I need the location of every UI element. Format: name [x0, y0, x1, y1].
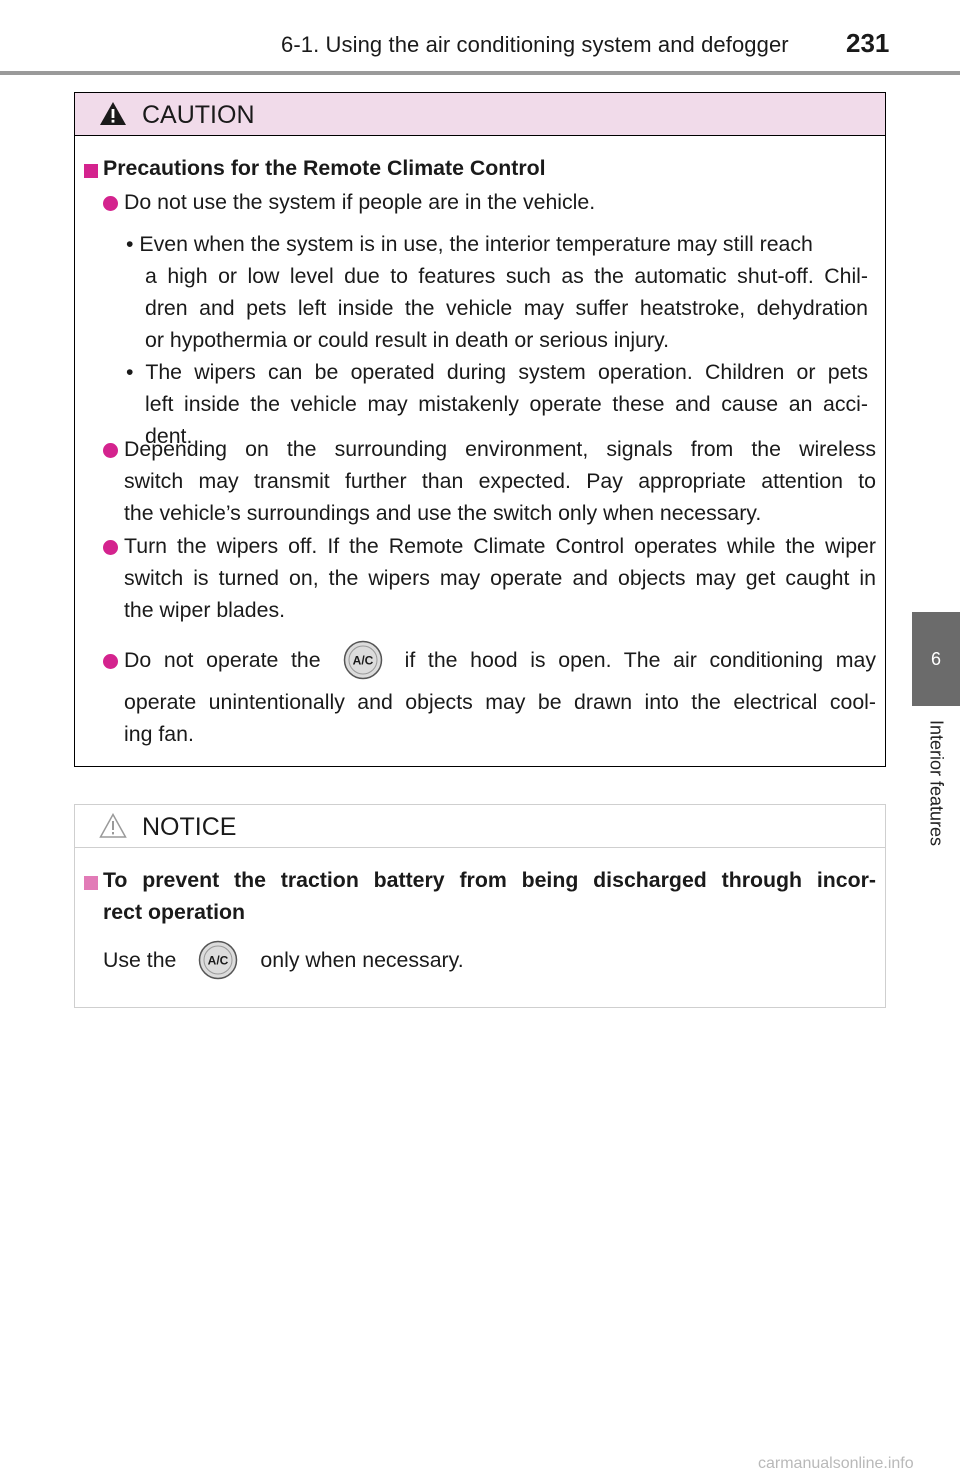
- bullet-dot-icon: [103, 443, 118, 458]
- caution-sub-1-line-4: or hypothermia or could result in death …: [145, 328, 669, 352]
- bullet-dot-icon: [103, 196, 118, 211]
- bullet-dot-icon: [103, 654, 118, 669]
- caution-bullet-3-line-3: the wiper blades.: [124, 598, 286, 622]
- caution-bullet-4-line-2: operate unintentionally and objects may …: [124, 690, 876, 714]
- notice-header: NOTICE: [75, 805, 885, 848]
- caution-bullet-3-line-2: switch is turned on, the wipers may oper…: [124, 566, 876, 590]
- caution-bullet-4-post: if the hood is open. The air conditionin…: [404, 648, 877, 672]
- section-square-icon: [84, 876, 98, 890]
- chapter-label-text: Interior features: [926, 720, 947, 847]
- ac-button-label: A/C: [208, 954, 229, 968]
- header-rule: [0, 71, 960, 75]
- notice-box: NOTICE: [74, 804, 886, 1008]
- caution-sub-1-line-2: a high or low level due to features such…: [145, 264, 868, 288]
- caution-sub-2-line-2: left inside the vehicle may mistakenly o…: [145, 392, 868, 416]
- caution-bullet-2-line-3: the vehicle’s surroundings and use the s…: [124, 501, 762, 525]
- caution-box: CAUTION: [74, 92, 886, 767]
- notice-label: NOTICE: [142, 813, 237, 841]
- caution-bullet-1: Do not use the system if people are in t…: [124, 190, 596, 214]
- ac-button-icon: A/C: [343, 640, 383, 680]
- notice-title-line-1: To prevent the traction battery from bei…: [103, 868, 876, 892]
- ac-button-icon: A/C: [198, 940, 238, 980]
- notice-triangle-icon: [99, 813, 127, 838]
- caution-bullet-3: Turn the wipers off. If the Remote Clima…: [124, 530, 876, 626]
- caution-bullet-4-pre: Do not operate the: [124, 648, 321, 672]
- notice-title: To prevent the traction battery from bei…: [103, 864, 876, 928]
- chapter-tab: 6: [912, 612, 960, 706]
- ac-button-label: A/C: [352, 654, 373, 668]
- caution-bullet-2: Depending on the surrounding environment…: [124, 433, 876, 529]
- notice-body-pre: Use the: [103, 948, 177, 972]
- page-number: 231: [846, 28, 890, 58]
- caution-sub-2-line-3: dent.: [145, 424, 193, 448]
- caution-bullet-4-line-1: Do not operate the A/C if the hood is open…: [124, 640, 877, 680]
- caution-header: CAUTION: [75, 93, 885, 136]
- notice-body: Use the A/C only when necessary.: [103, 940, 464, 980]
- caution-sub-1-line-1: • Even when the system is in use, the in…: [126, 232, 813, 256]
- caution-sub-1: • Even when the system is in use, the in…: [126, 228, 868, 452]
- watermark: carmanualsonline.info: [758, 1455, 914, 1472]
- caution-sub-1-line-3: dren and pets left inside the vehicle ma…: [145, 296, 868, 320]
- caution-bullet-3-line-1: Turn the wipers off. If the Remote Clima…: [124, 534, 876, 558]
- chapter-label: Interior features: [912, 720, 960, 940]
- header-title: 6-1. Using the air conditioning system a…: [281, 32, 789, 57]
- caution-section-title: Precautions for the Remote Climate Contr…: [103, 156, 546, 180]
- caution-bullet-2-line-2: switch may transmit further than expecte…: [124, 469, 876, 493]
- warning-triangle-icon: [100, 102, 126, 125]
- notice-body-post: only when necessary.: [260, 948, 464, 972]
- bullet-dot-icon: [103, 540, 118, 555]
- notice-title-line-2: rect operation: [103, 900, 246, 924]
- section-square-icon: [84, 164, 98, 178]
- caution-sub-2-line-1: • The wipers can be operated during syst…: [126, 360, 868, 384]
- caution-bullet-4: Do not operate the A/C if the hood is open…: [124, 640, 877, 680]
- caution-bullet-2-line-1: Depending on the surrounding environment…: [124, 437, 876, 461]
- caution-label: CAUTION: [142, 101, 255, 129]
- caution-bullet-4-line-3: ing fan.: [124, 722, 194, 746]
- caution-bullet-4-cont: operate unintentionally and objects may …: [124, 686, 876, 750]
